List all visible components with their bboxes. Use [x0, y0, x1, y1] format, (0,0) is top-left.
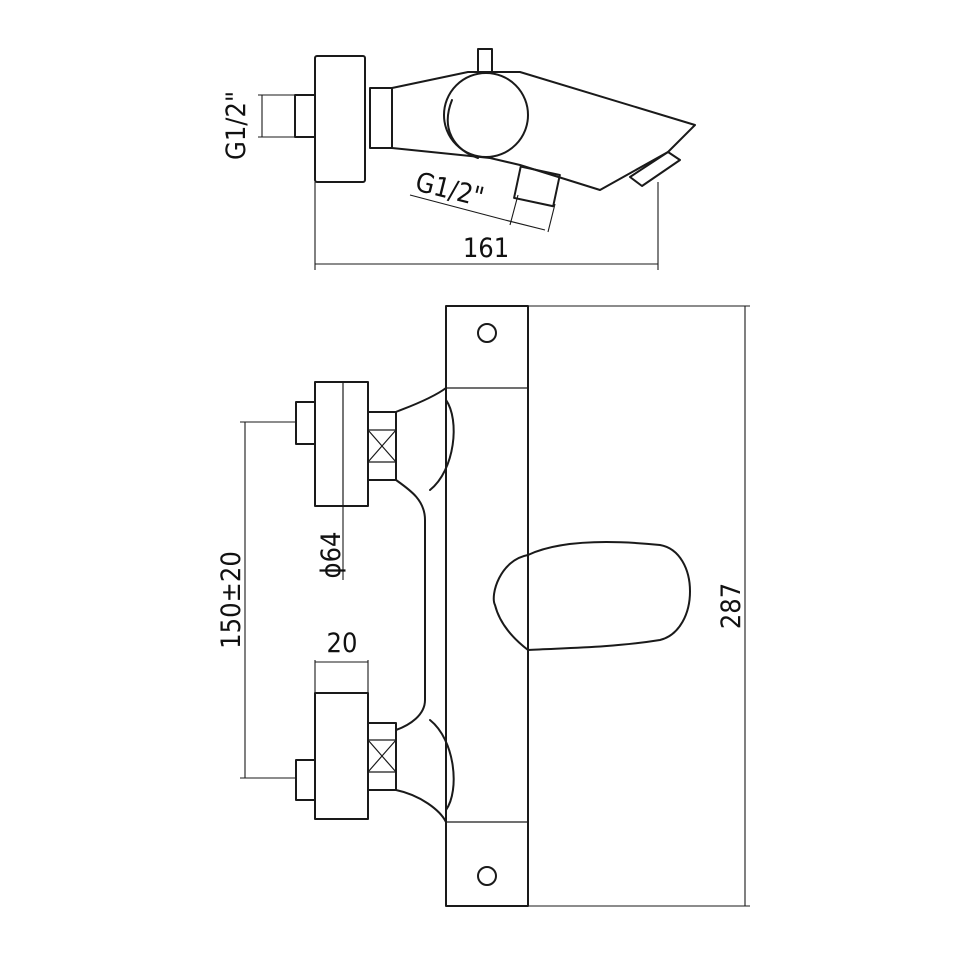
front-rosette-upper	[314, 381, 369, 507]
side-wall-rosette	[314, 55, 366, 183]
side-dial-detail	[446, 99, 479, 159]
front-diverter-inner	[492, 554, 529, 651]
outlet-thread-label: G1/2"	[412, 167, 487, 214]
side-top-knob	[477, 48, 493, 73]
front-inlet-upper	[295, 401, 316, 445]
mounting-hole-bottom	[477, 866, 497, 886]
connector-length-dimension: 20	[327, 628, 358, 659]
side-inlet-connector	[294, 94, 316, 138]
handle-diameter-dimension: ϕ64	[316, 532, 347, 579]
side-dial	[443, 72, 529, 158]
inlet-thread-label: G1/2"	[221, 91, 252, 160]
side-outlet-connector	[513, 165, 561, 208]
inlet-spacing-dimension: 150±20	[216, 551, 247, 649]
side-hex-nut	[369, 87, 393, 149]
front-inlet-lower	[295, 759, 316, 801]
side-view: G1/2" G1/2" 161	[221, 48, 696, 270]
front-diverter-handle	[527, 541, 691, 651]
overall-height-dimension: 287	[716, 583, 747, 629]
front-rosette-lower	[314, 692, 369, 820]
front-view: 150±20 ϕ64 20 287	[216, 305, 750, 907]
front-arm-curve-bottom	[429, 719, 455, 811]
depth-dimension: 161	[463, 233, 509, 264]
front-main-body	[445, 305, 529, 907]
side-spout-body	[391, 71, 696, 191]
side-spout-tip	[629, 151, 681, 187]
front-connecting-arm	[395, 387, 447, 823]
front-arm-curve-top	[429, 399, 455, 491]
mounting-hole-top	[477, 323, 497, 343]
